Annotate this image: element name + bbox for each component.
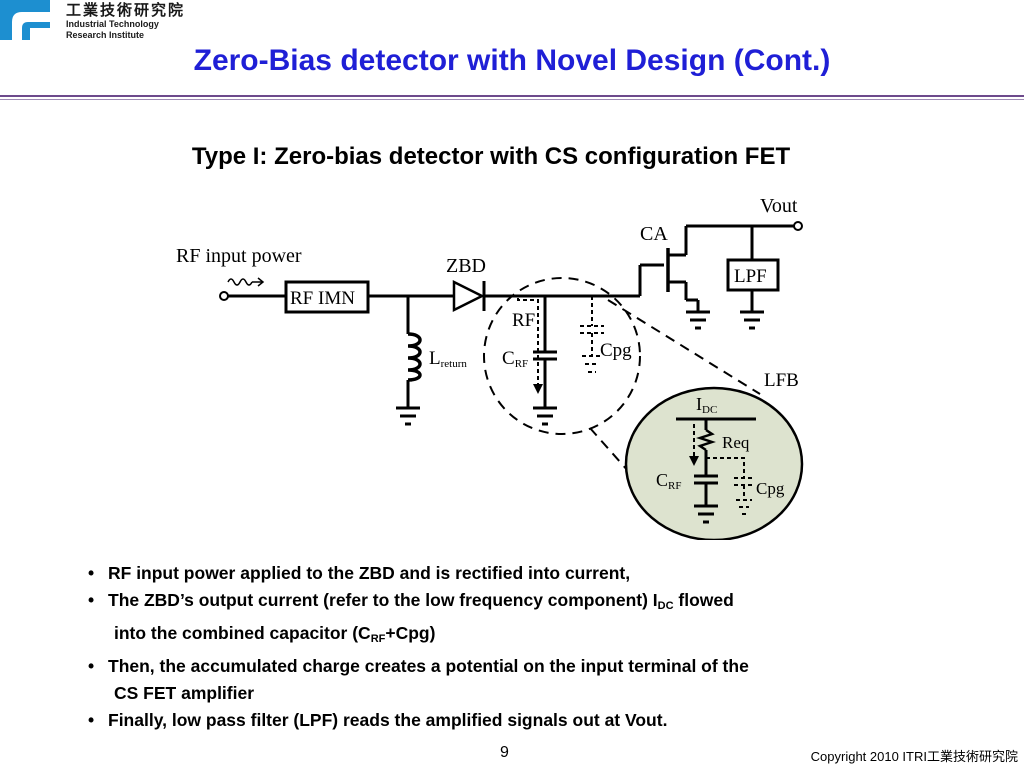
zbd-diode-icon <box>452 279 485 313</box>
lpf-label: LPF <box>734 266 767 287</box>
inductor-icon <box>407 332 422 382</box>
slide-title: Zero-Bias detector with Novel Design (Co… <box>193 44 831 77</box>
bullet-continuation: CS FET amplifier <box>114 683 255 703</box>
zoom-source-circle <box>483 277 641 435</box>
organization-name: 工業技術研究院 Industrial Technology Research I… <box>66 2 185 41</box>
bullet-text: flowed <box>673 590 734 610</box>
itri-logo-icon <box>0 0 50 40</box>
bullet-subscript: RF <box>370 633 386 645</box>
bullet-item: Then, the accumulated charge creates a p… <box>86 653 986 707</box>
title-divider <box>0 95 1024 97</box>
lfb-label: LFB <box>764 370 799 391</box>
rf-current-path <box>517 298 539 388</box>
rf-imn-label: RF IMN <box>290 288 355 309</box>
bullet-subscript: DC <box>657 600 674 612</box>
vout-terminal <box>793 221 803 231</box>
idc-label: IDC <box>696 394 717 416</box>
zoom-cpg-label: Cpg <box>756 479 785 498</box>
copyright-text: Copyright 2010 ITRI工業技術研究院 <box>810 749 1018 764</box>
rf-arrow-icon <box>252 277 265 287</box>
bullet-text: into the combined capacitor (C <box>114 623 371 643</box>
l-return-label: Lreturn <box>429 348 467 370</box>
bullet-item: RF input power applied to the ZBD and is… <box>86 560 986 587</box>
bullet-text: The ZBD’s output current (refer to the l… <box>108 590 658 610</box>
circuit-diagram: RF input power RF IMN ZBD Lreturn RF CRF… <box>176 195 804 540</box>
bullet-text: RF input power applied to the ZBD and is… <box>108 563 631 583</box>
idc-arrow-icon <box>689 456 699 466</box>
org-name-chinese: 工業技術研究院 <box>66 1 186 19</box>
rf-path-label: RF <box>512 310 535 331</box>
bullet-text: +Cpg) <box>385 623 436 643</box>
zoom-detail-circle <box>624 386 804 540</box>
bullet-text: Finally, low pass filter (LPF) reads the… <box>108 710 668 730</box>
zoom-line-top <box>607 299 761 395</box>
bullet-item: Finally, low pass filter (LPF) reads the… <box>86 707 986 734</box>
bullet-continuation: into the combined capacitor (CRF+Cpg) <box>108 620 986 653</box>
req-label: Req <box>722 433 750 452</box>
crf-label: CRF <box>502 348 528 370</box>
slide-subtitle: Type I: Zero-bias detector with CS confi… <box>191 143 791 170</box>
bullet-list: RF input power applied to the ZBD and is… <box>86 560 986 734</box>
zoom-crf-label: CRF <box>656 470 681 492</box>
org-name-english-line2: Research Institute <box>66 30 145 40</box>
bullet-item: The ZBD’s output current (refer to the l… <box>86 587 986 653</box>
rf-current-arrow-icon <box>533 384 543 394</box>
zbd-label: ZBD <box>446 255 486 277</box>
ca-label: CA <box>640 223 668 245</box>
rf-wave-icon <box>227 278 253 286</box>
org-name-english-line1: Industrial Technology <box>66 19 159 29</box>
req-resistor-icon <box>696 428 716 452</box>
zoom-cpg-wire <box>706 457 745 478</box>
page-number: 9 <box>500 744 509 761</box>
rf-input-terminal <box>219 291 229 301</box>
cpg-label: Cpg <box>600 340 632 361</box>
bullet-text: Then, the accumulated charge creates a p… <box>108 656 749 676</box>
title-divider-thin <box>0 99 1024 100</box>
vout-label: Vout <box>760 195 798 217</box>
rf-input-label: RF input power <box>176 245 302 267</box>
